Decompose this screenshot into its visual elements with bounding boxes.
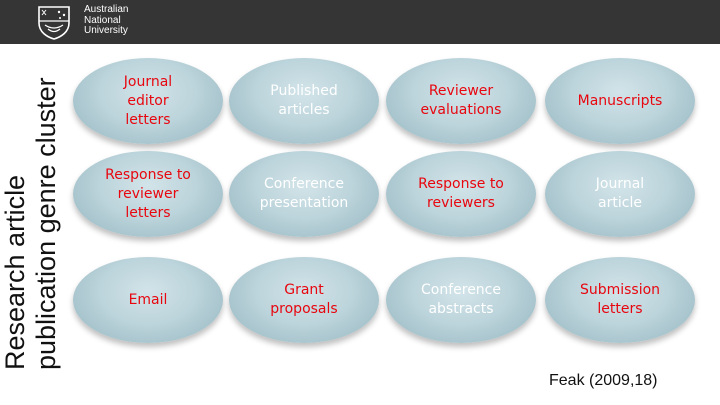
logo-line: Australian (84, 4, 129, 15)
side-title-line: publication genre cluster (31, 77, 61, 370)
genre-node-label: Grant proposals (270, 282, 338, 317)
genre-node: Grant proposals (229, 257, 379, 343)
side-title-line: Research article (0, 174, 30, 370)
genre-node: Reviewer evaluations (386, 58, 536, 144)
header-bar: Australian National University (0, 0, 720, 44)
genre-node: Published articles (229, 58, 379, 144)
genre-node: Journal article (545, 151, 695, 237)
university-name: Australian National University (84, 4, 129, 37)
genre-node-label: Submission letters (579, 282, 661, 317)
genre-node-label: Email (128, 291, 168, 308)
genre-node-label: Manuscripts (577, 92, 663, 109)
genre-node: Conference presentation (229, 151, 379, 237)
genre-node-label: Published articles (270, 83, 338, 118)
anu-crest-icon (38, 6, 70, 40)
genre-node-label: Journal editor letters (123, 73, 173, 128)
genre-node-label: Reviewer evaluations (420, 83, 502, 118)
genre-node: Conference abstracts (386, 257, 536, 343)
genre-node-label: Conference abstracts (420, 282, 501, 317)
genre-node: Journal editor letters (73, 58, 223, 144)
citation: Feak (2009,18) (549, 372, 658, 389)
genre-node-label: Journal article (595, 176, 645, 211)
genre-node: Manuscripts (545, 58, 695, 144)
genre-node: Response to reviewer letters (73, 151, 223, 237)
genre-node: Submission letters (545, 257, 695, 343)
genre-node-label: Response to reviewers (418, 176, 504, 211)
genre-node: Email (73, 257, 223, 343)
genre-node: Response to reviewers (386, 151, 536, 237)
genre-node-label: Response to reviewer letters (105, 166, 191, 221)
logo-line: University (84, 25, 128, 36)
genre-node-label: Conference presentation (259, 176, 349, 211)
side-title: Research article publication genre clust… (0, 40, 72, 370)
logo-line: National (84, 14, 121, 26)
